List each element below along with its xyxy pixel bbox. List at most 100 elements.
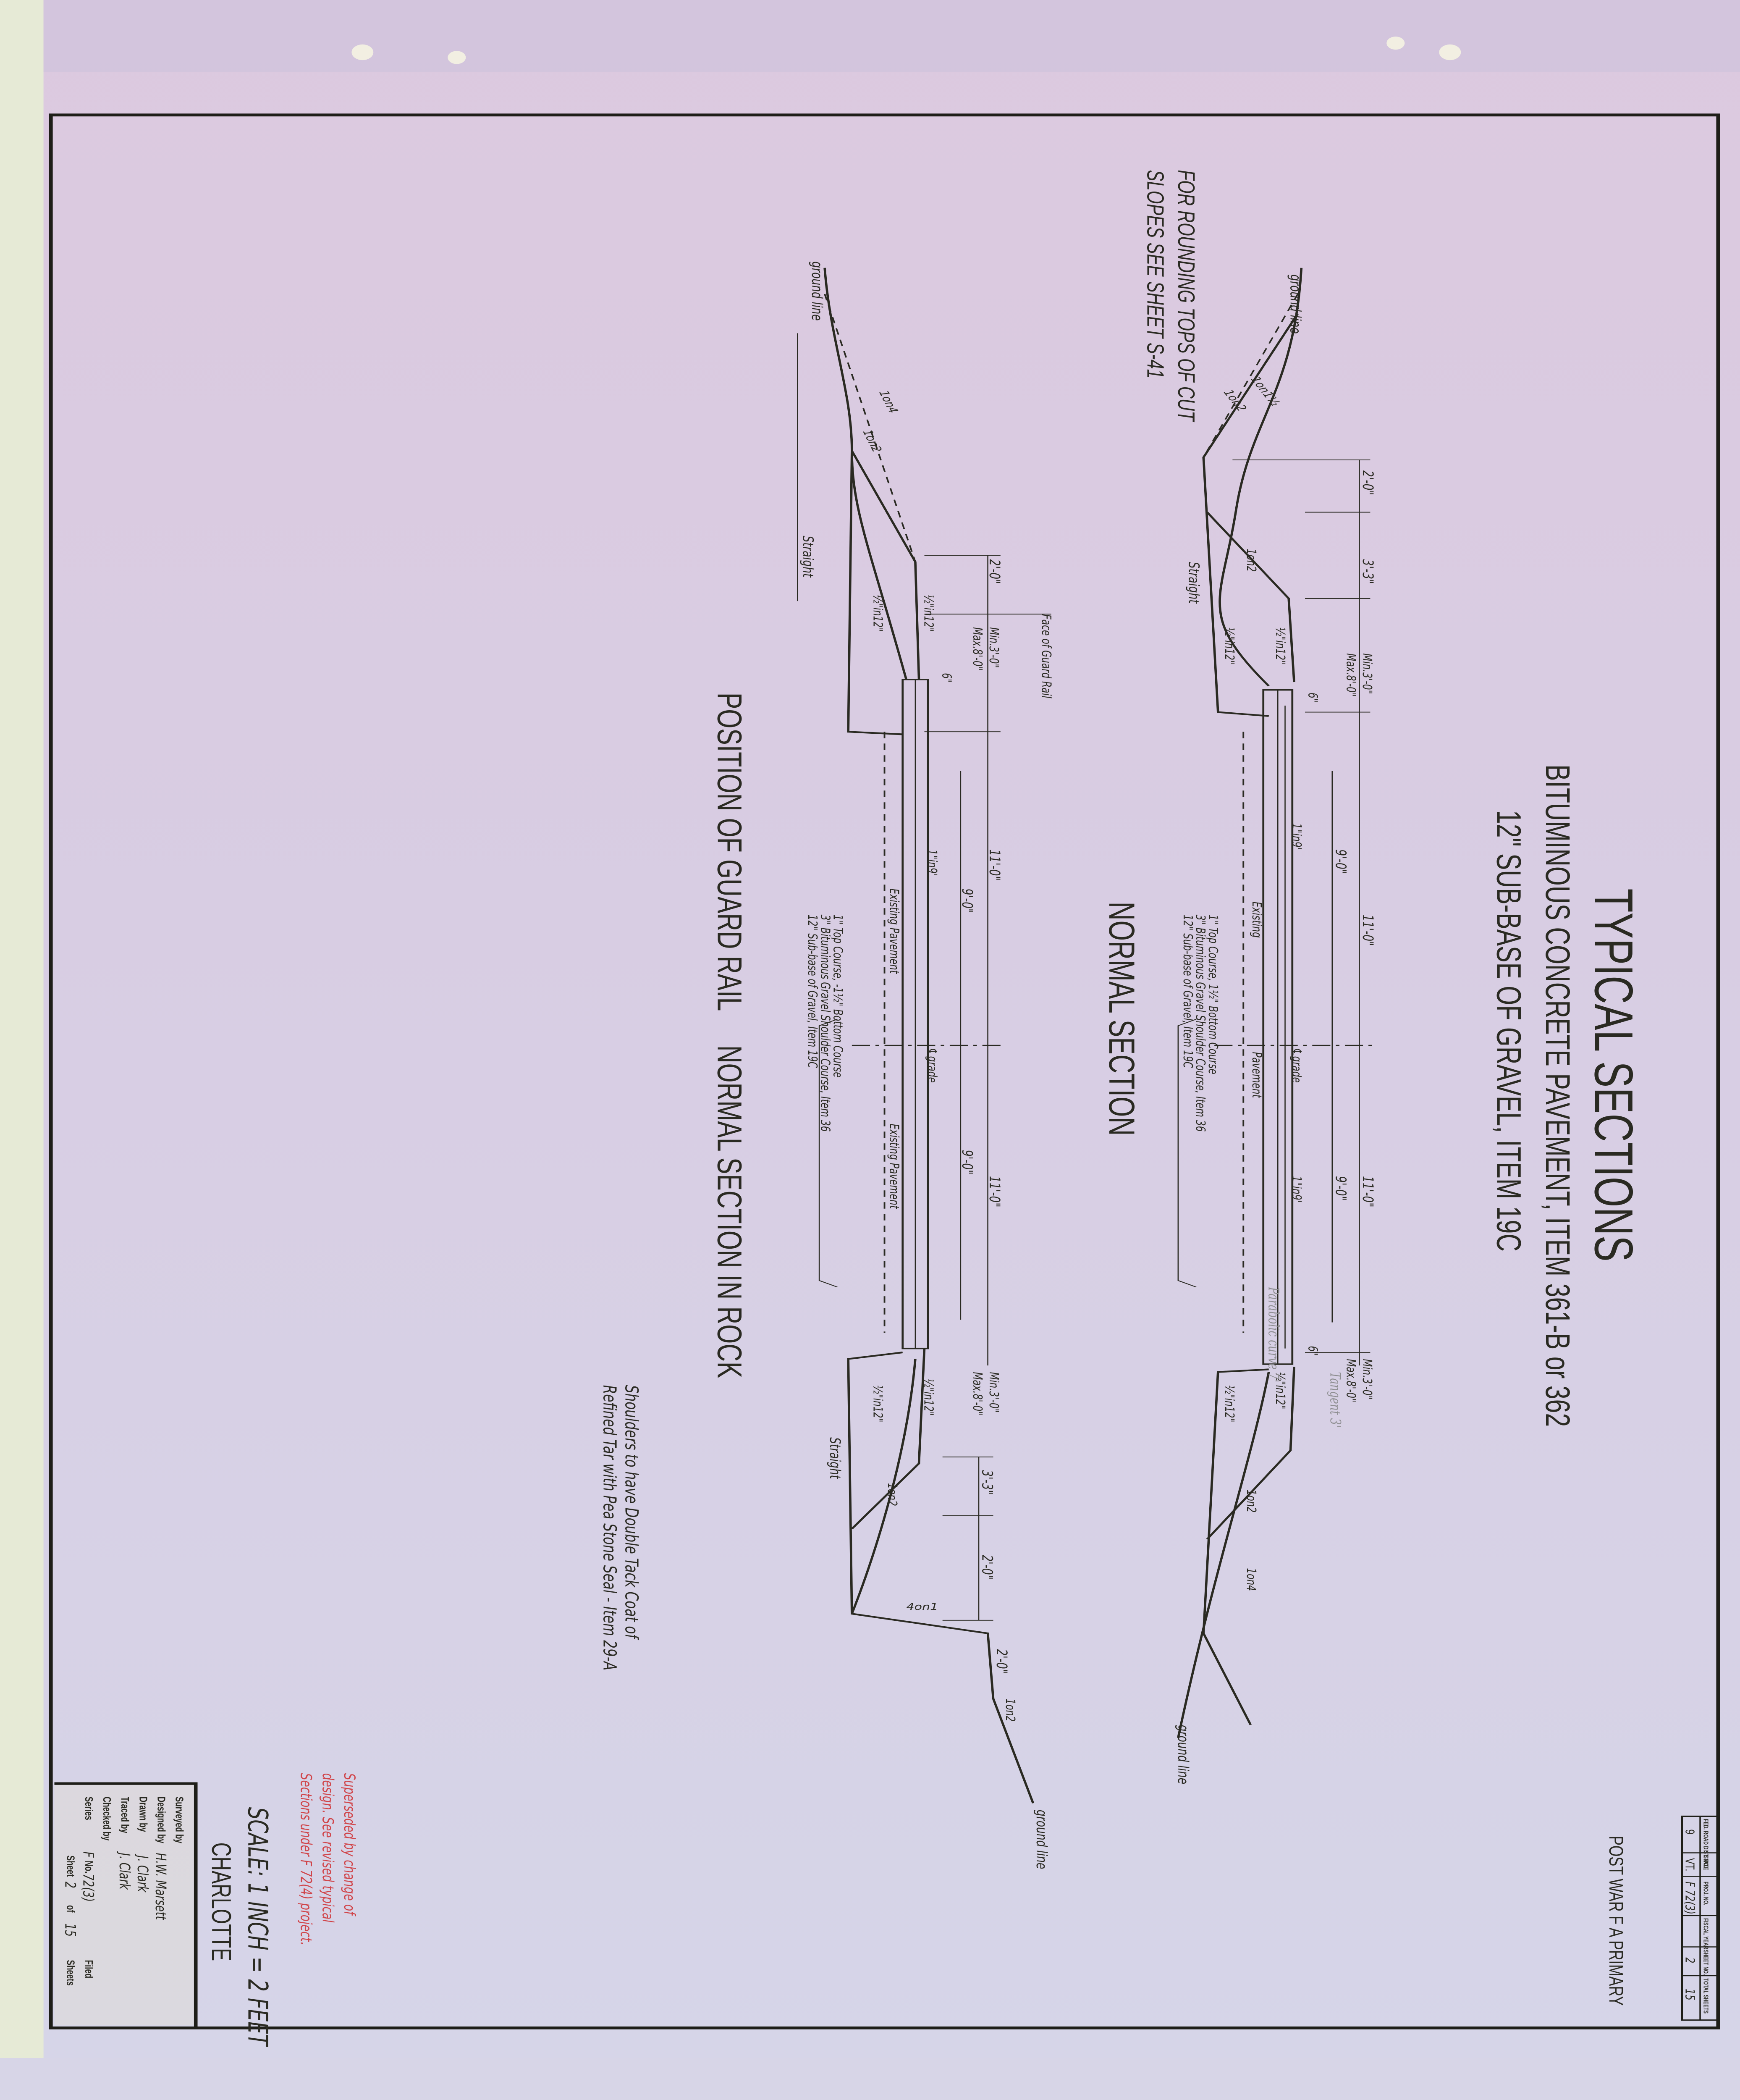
label-cross-slope: ½"in12" <box>870 595 885 632</box>
dim-label: 6" <box>939 673 954 683</box>
label-face-guard-rail: Face of Guard Rail <box>1039 614 1053 698</box>
dim-label: 6" <box>1305 1346 1320 1356</box>
dim-label: Max.8'-0" <box>1343 1359 1357 1402</box>
label-slope: 1on2 <box>1244 1490 1258 1513</box>
header-val-sheet-no: 2 <box>1682 1957 1696 1963</box>
dim-label: 6" <box>1305 693 1320 703</box>
guard-rail-section-drawing <box>797 268 1051 1803</box>
dim-label: 3'-3" <box>1359 559 1376 584</box>
dim-label: 2'-0" <box>1359 470 1376 495</box>
label-ground-line: ground line <box>808 261 825 320</box>
dim-label: Min.3'-0" <box>986 627 1001 668</box>
of-label: of <box>65 1905 77 1913</box>
title-line-2: 12" SUB-BASE OF GRAVEL, ITEM 19C <box>1489 810 1528 1252</box>
dim-label: Min.3'-0" <box>986 1372 1001 1413</box>
dim-label: 3'-3" <box>978 1470 995 1495</box>
label-cross-slope: ½"in12" <box>921 595 935 632</box>
label-cross-slope: ½"in12" <box>1222 1385 1236 1423</box>
dim-label: 2'-0" <box>986 559 1003 584</box>
dim-label: Min.3'-0" <box>1360 654 1374 694</box>
label-crown: 1"in9' <box>925 849 939 876</box>
drawn-label: Drawn by <box>137 1797 149 1832</box>
paper-left-edge <box>0 0 44 2058</box>
label-pavement: Pavement <box>1249 1052 1263 1098</box>
dim-label: 11'-0" <box>1359 1176 1376 1208</box>
label-ground-line: ground line <box>1174 1725 1191 1784</box>
file-no-value: 72(3) <box>79 1874 96 1902</box>
label-cross-slope: ½"in12" <box>1273 1372 1287 1410</box>
shoulders-note-line-2: Refined Tar with Pea Stone Seal - Item 2… <box>599 1385 620 1670</box>
callout-sub-base: 12" Sub-base of Gravel, Item 19C <box>1180 915 1195 1068</box>
traced-label: Traced by <box>119 1797 131 1833</box>
label-cross-slope: ½"in12" <box>1273 627 1287 664</box>
scale-label: SCALE: 1 INCH = 2 FEET <box>241 1807 273 2048</box>
label-existing: Existing Pavement <box>886 889 901 974</box>
header-col-state: STATE <box>1702 1856 1709 1870</box>
label-existing: Existing <box>1249 902 1263 938</box>
file-no-label: No. <box>83 1861 95 1873</box>
label-cross-slope: ½"in12" <box>1222 627 1236 664</box>
header-col-sheet-no: SHEET NO. <box>1702 1950 1709 1975</box>
label-ground-line: ground line <box>1033 1810 1050 1869</box>
title-line-1: BITUMINOUS CONCRETE PAVEMENT, ITEM 361-B… <box>1538 764 1577 1427</box>
project-header-table: FED. ROAD DIST. NO. STATE PROJ. NO. FISC… <box>1681 1815 1719 2021</box>
header-val-state: VT. <box>1683 1858 1697 1871</box>
header-col-fed-road: FED. ROAD DIST. NO. <box>1702 1819 1709 1867</box>
sheet-value: 2 <box>61 1882 78 1888</box>
header-val-fed-road: 9 <box>1683 1830 1697 1835</box>
punch-hole <box>351 44 374 60</box>
designed-label: Designed by <box>155 1797 168 1843</box>
pencil-note: Tangent 3' <box>1326 1372 1343 1428</box>
superseded-note-line-1: Superseded by change of <box>341 1773 359 1917</box>
dim-label: Max.8'-0" <box>970 627 984 670</box>
dim-label: 11'-0" <box>986 1176 1003 1208</box>
dim-label: Max.8'-0" <box>1343 654 1357 697</box>
label-grade: ℄grade <box>925 1048 939 1083</box>
label-straight: Straight <box>799 536 816 578</box>
label-existing: Existing Pavement <box>886 1124 901 1210</box>
header-col-proj-no: PROJ. NO. <box>1702 1882 1709 1906</box>
dim-label: Min.3'-0" <box>1360 1359 1374 1400</box>
punch-hole <box>1386 37 1405 50</box>
callout-top-course: 1" Top Course, 1½" Bottom Course <box>1205 915 1220 1074</box>
paper-top-strip <box>43 0 1740 72</box>
checked-label: Checked by <box>101 1797 113 1841</box>
sheet-label: Sheet <box>65 1856 77 1877</box>
superseded-note-line-2: design. See revised typical <box>319 1773 337 1923</box>
header-val-total-sheets: 15 <box>1682 1989 1696 2000</box>
dim-label: 9'-0" <box>1332 1176 1349 1201</box>
header-val-proj-no: F 72(3) <box>1682 1882 1696 1914</box>
dim-label: 9'-0" <box>959 889 975 914</box>
label-slope: 1on4 <box>1244 1568 1258 1591</box>
sheet-border <box>49 113 1720 2029</box>
file-prefix: F <box>79 1851 96 1858</box>
page-title: TYPICAL SECTIONS <box>1583 889 1644 1262</box>
drawn-value: J. Clark <box>134 1854 151 1893</box>
label-slope: 1on2 <box>885 1483 899 1506</box>
town-label: CHARLOTTE <box>206 1843 236 1961</box>
label-straight: Straight <box>826 1437 843 1479</box>
punch-hole <box>448 51 466 64</box>
program-label: POST WAR F A PRIMARY <box>1605 1836 1627 2006</box>
surveyed-label: Surveyed by <box>173 1797 186 1843</box>
label-crown: 1"in9' <box>1289 823 1303 850</box>
rounding-note-line-2: SLOPES SEE SHEET S-41 <box>1142 170 1168 378</box>
dim-label: 2'-0" <box>993 1649 1010 1674</box>
dim-label: 9'-0" <box>959 1150 975 1175</box>
series-label: Series <box>83 1797 95 1820</box>
label-straight: Straight <box>1185 562 1202 604</box>
label-slope: 4on1 <box>906 1602 938 1612</box>
callout-shoulder-course: 3" Bituminous Gravel Shoulder Course, It… <box>1193 915 1207 1132</box>
label-grade: ℄grade <box>1289 1048 1303 1083</box>
label-slope: 1on2 <box>1003 1698 1017 1722</box>
dim-label: 2'-0" <box>978 1555 995 1580</box>
dim-label: 11'-0" <box>1359 915 1376 946</box>
rounding-note-line-1: FOR ROUNDING TOPS OF CUT <box>1173 170 1199 422</box>
traced-value: J. Clark <box>116 1851 133 1890</box>
sheets-label: Sheets <box>65 1960 77 1986</box>
label-cross-slope: ½"in12" <box>921 1378 935 1416</box>
total-sheets-value: 15 <box>61 1924 78 1937</box>
label-cross-slope: ½"in12" <box>870 1385 885 1423</box>
filed-label: Filed <box>83 1960 95 1979</box>
